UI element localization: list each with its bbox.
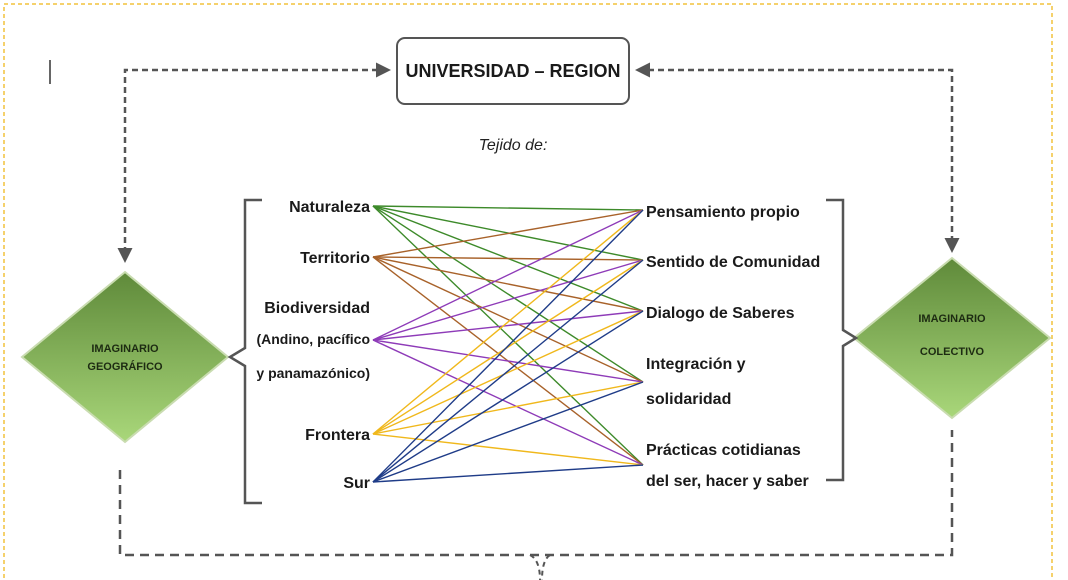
label-comunidad: Sentido de Comunidad <box>646 254 820 271</box>
link-sur-comunidad <box>372 259 644 483</box>
label-sur: Sur <box>343 475 370 492</box>
label-biodiversidad-3: y panamazónico) <box>256 365 370 381</box>
left-arrow-path <box>117 62 391 263</box>
bottom-bracket <box>118 430 954 557</box>
right-group-bracket <box>826 198 859 482</box>
left-diamond-line-1: IMAGINARIO <box>91 343 159 355</box>
link-frontera-integracion <box>372 381 644 435</box>
link-sur-pensamiento <box>372 209 644 483</box>
link-territorio-integracion <box>372 256 644 383</box>
left-label-biodiversidad: Biodiversidad (Andino, pacífico y panama… <box>256 300 370 381</box>
link-territorio-dialogo <box>372 256 644 312</box>
label-territorio: Territorio <box>300 250 370 267</box>
title-text: UNIVERSIDAD – REGION <box>405 61 620 81</box>
left-label-sur: Sur <box>343 475 370 492</box>
link-frontera-pensamiento <box>372 209 644 435</box>
link-naturaleza-integracion <box>372 205 644 383</box>
left-label-frontera: Frontera <box>305 427 370 444</box>
label-integracion-2: solidaridad <box>646 391 731 408</box>
right-diamond-line-2: COLECTIVO <box>920 346 985 358</box>
link-sur-integracion <box>372 381 644 483</box>
left-diamond <box>20 270 230 444</box>
label-integracion: Integración y <box>646 356 746 373</box>
link-biodiversidad-comunidad <box>372 259 644 341</box>
link-frontera-dialogo <box>372 310 644 435</box>
label-biodiversidad: Biodiversidad <box>264 300 370 317</box>
right-diamond <box>852 256 1052 420</box>
label-frontera: Frontera <box>305 427 370 444</box>
bottom-bracket-stem <box>529 554 551 580</box>
label-biodiversidad-2: (Andino, pacífico <box>256 331 370 347</box>
left-diamond-line-2: GEOGRÁFICO <box>87 360 163 373</box>
link-sur-dialogo <box>372 310 644 483</box>
link-biodiversidad-pensamiento <box>372 209 644 341</box>
left-label-territorio: Territorio <box>300 250 370 267</box>
link-naturaleza-pensamiento <box>372 205 644 211</box>
label-naturaleza: Naturaleza <box>289 199 370 216</box>
link-biodiversidad-practicas <box>372 339 644 466</box>
left-label-naturaleza: Naturaleza <box>289 199 370 216</box>
left-group-bracket <box>227 198 262 505</box>
link-biodiversidad-dialogo <box>372 310 644 341</box>
label-dialogo: Dialogo de Saberes <box>646 305 795 322</box>
link-frontera-practicas <box>372 433 644 466</box>
connection-lines <box>372 205 644 483</box>
link-frontera-comunidad <box>372 259 644 435</box>
link-biodiversidad-integracion <box>372 339 644 383</box>
right-arrow-path <box>635 62 960 253</box>
title-box <box>396 37 630 105</box>
link-sur-practicas <box>372 464 644 483</box>
label-pensamiento: Pensamiento propio <box>646 204 800 221</box>
link-territorio-pensamiento <box>372 209 644 258</box>
label-practicas: Prácticas cotidianas <box>646 442 801 459</box>
right-diamond-line-1: IMAGINARIO <box>918 313 986 325</box>
link-territorio-comunidad <box>372 256 644 261</box>
label-practicas-2: del ser, hacer y saber <box>646 473 809 490</box>
subtitle-text: Tejido de: <box>479 137 548 154</box>
